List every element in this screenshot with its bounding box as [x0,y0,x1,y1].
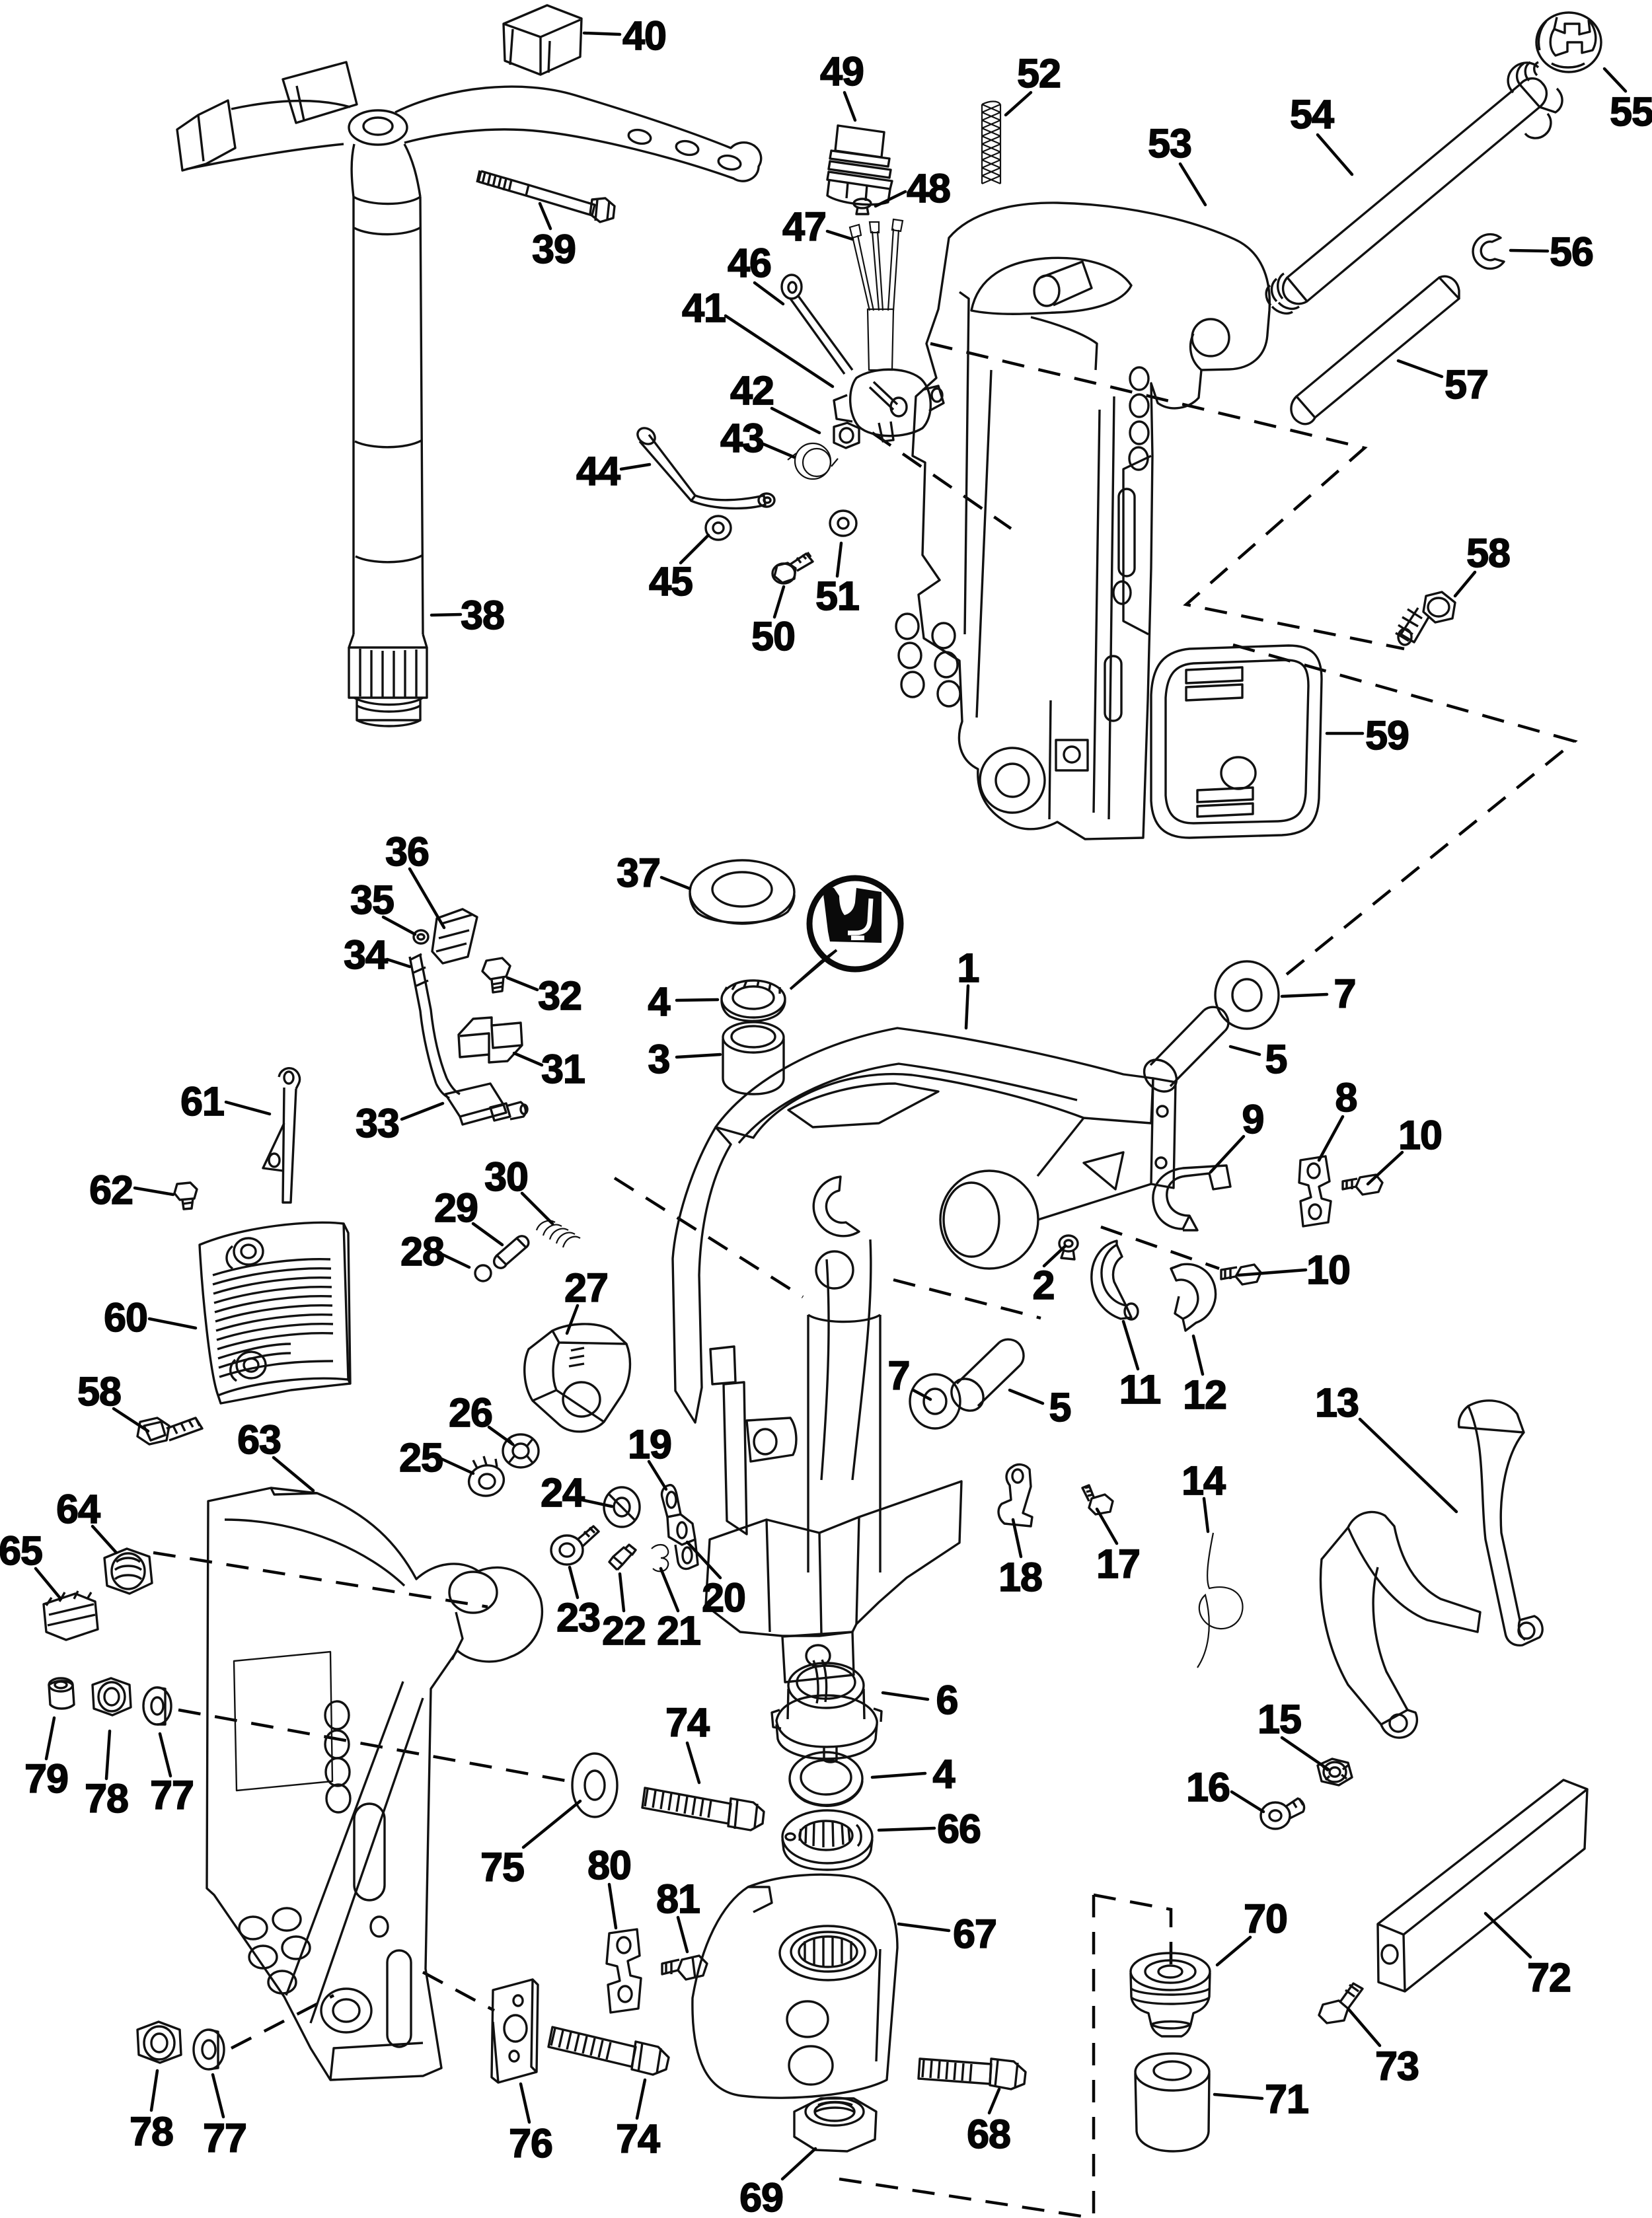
svg-text:57: 57 [1445,362,1488,407]
svg-text:31: 31 [541,1047,585,1091]
svg-text:28: 28 [400,1229,444,1274]
svg-text:80: 80 [587,1843,631,1888]
svg-text:24: 24 [541,1470,585,1515]
svg-text:17: 17 [1096,1541,1140,1586]
svg-text:25: 25 [399,1435,443,1480]
svg-text:77: 77 [150,1773,194,1818]
svg-text:18: 18 [998,1555,1042,1600]
svg-text:53: 53 [1148,121,1191,166]
svg-text:50: 50 [751,614,795,659]
svg-text:36: 36 [385,829,429,874]
svg-text:47: 47 [782,204,826,249]
svg-text:71: 71 [1265,2077,1308,2122]
svg-text:72: 72 [1527,1955,1571,2000]
svg-text:52: 52 [1017,51,1061,96]
svg-text:78: 78 [85,1776,128,1821]
svg-text:4: 4 [933,1752,956,1796]
svg-text:62: 62 [89,1167,133,1212]
svg-text:59: 59 [1365,713,1409,758]
svg-text:42: 42 [730,368,774,413]
svg-text:68: 68 [967,2112,1010,2157]
svg-text:27: 27 [564,1265,608,1310]
svg-text:33: 33 [356,1101,399,1146]
svg-text:22: 22 [602,1608,646,1653]
svg-text:74: 74 [616,2116,660,2161]
svg-text:79: 79 [24,1756,68,1801]
svg-text:19: 19 [628,1422,671,1467]
svg-text:8: 8 [1335,1075,1357,1120]
svg-text:20: 20 [702,1575,745,1620]
svg-text:10: 10 [1398,1113,1442,1158]
svg-text:41: 41 [682,285,726,330]
svg-text:16: 16 [1186,1765,1230,1810]
svg-text:3: 3 [648,1037,670,1082]
svg-text:49: 49 [820,49,864,94]
svg-text:2: 2 [1033,1263,1055,1308]
svg-text:63: 63 [237,1417,281,1462]
svg-text:58: 58 [1466,531,1510,575]
svg-text:35: 35 [350,877,394,922]
svg-text:6: 6 [936,1678,958,1722]
svg-text:70: 70 [1244,1896,1287,1941]
svg-text:34: 34 [344,932,388,977]
svg-text:60: 60 [104,1295,147,1340]
svg-text:29: 29 [434,1185,478,1230]
svg-text:69: 69 [739,2175,783,2218]
svg-text:56: 56 [1550,229,1593,274]
svg-text:73: 73 [1375,2044,1419,2089]
svg-text:38: 38 [461,593,504,638]
svg-text:40: 40 [622,13,666,58]
svg-text:39: 39 [532,227,576,272]
svg-text:23: 23 [556,1595,600,1640]
svg-text:81: 81 [656,1876,700,1921]
svg-text:46: 46 [728,240,771,285]
svg-text:4: 4 [648,979,671,1024]
svg-text:9: 9 [1242,1097,1264,1142]
svg-text:7: 7 [888,1353,910,1398]
svg-text:12: 12 [1183,1372,1226,1417]
svg-text:45: 45 [649,559,693,604]
svg-text:15: 15 [1258,1697,1301,1742]
svg-text:11: 11 [1119,1367,1161,1412]
svg-text:65: 65 [0,1528,42,1573]
svg-text:21: 21 [657,1608,700,1653]
svg-text:76: 76 [509,2121,552,2166]
svg-text:1: 1 [957,945,979,990]
svg-text:58: 58 [77,1369,121,1414]
svg-text:30: 30 [484,1154,528,1199]
svg-text:7: 7 [1334,971,1356,1016]
svg-text:61: 61 [180,1079,224,1124]
svg-text:74: 74 [665,1700,710,1745]
svg-text:32: 32 [538,973,582,1018]
svg-text:75: 75 [480,1845,524,1890]
svg-text:37: 37 [617,850,660,895]
svg-text:14: 14 [1182,1458,1226,1503]
svg-text:78: 78 [130,2109,173,2154]
svg-text:5: 5 [1265,1037,1287,1082]
svg-text:43: 43 [720,416,764,461]
svg-text:67: 67 [953,1911,996,1956]
svg-text:54: 54 [1290,92,1334,137]
svg-text:66: 66 [937,1806,981,1851]
svg-text:51: 51 [815,573,859,618]
svg-text:5: 5 [1049,1385,1071,1430]
svg-text:48: 48 [907,166,950,211]
svg-text:26: 26 [449,1390,492,1435]
svg-text:13: 13 [1315,1380,1359,1425]
svg-text:64: 64 [56,1487,100,1532]
svg-text:10: 10 [1306,1247,1350,1292]
svg-text:44: 44 [576,449,620,494]
svg-text:77: 77 [203,2116,246,2161]
svg-text:55: 55 [1610,89,1652,134]
